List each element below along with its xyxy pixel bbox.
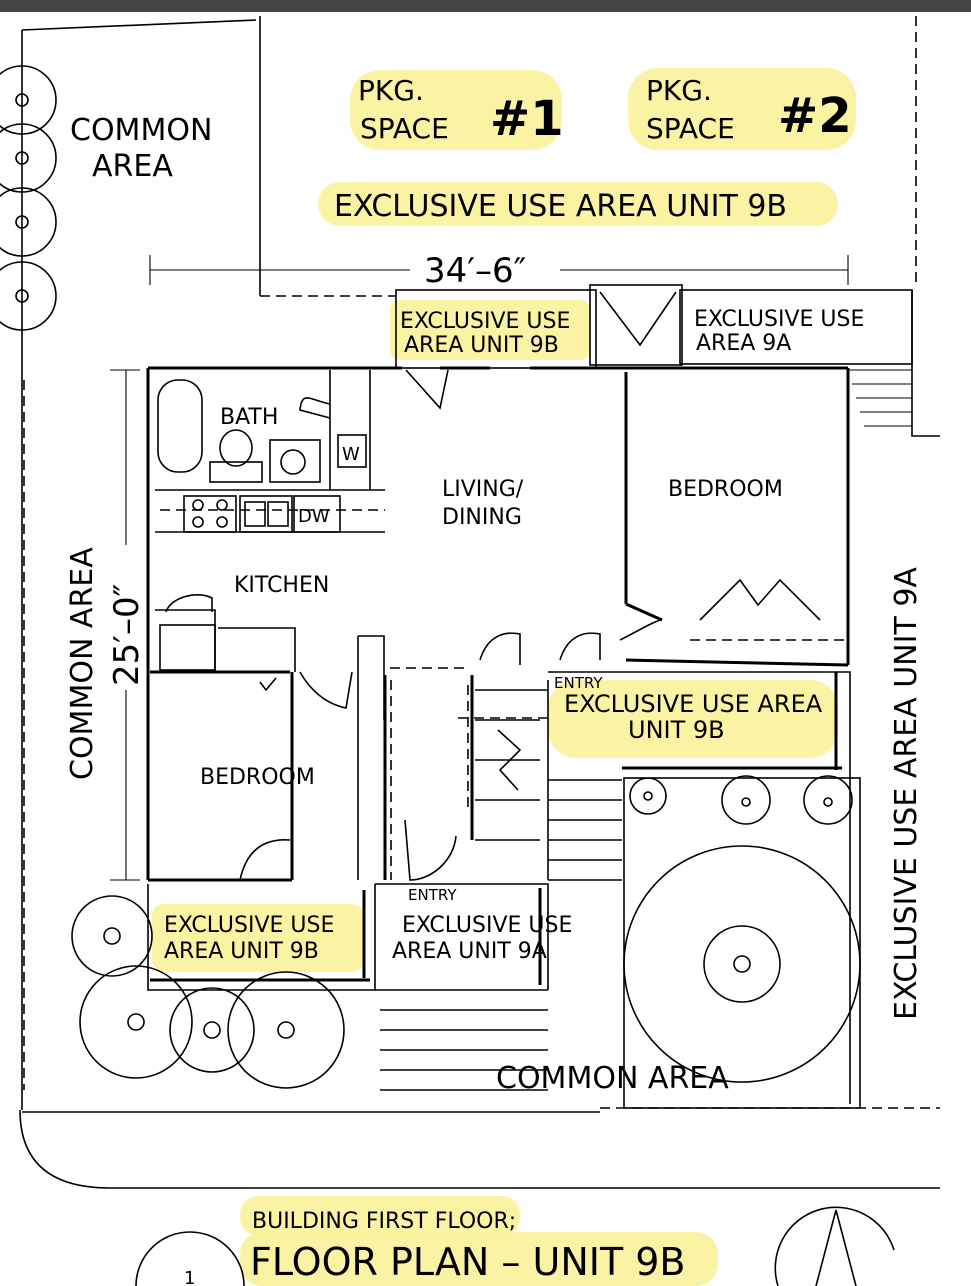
building-walls xyxy=(146,366,850,882)
entry-bottom: ENTRY xyxy=(408,886,457,904)
room-living-dining-2: DINING xyxy=(442,505,522,530)
parking-labels: PKG. SPACE #1 PKG. SPACE #2 EXCLUSIVE US… xyxy=(334,74,852,224)
bush-group-top-left xyxy=(0,65,57,331)
site-lines xyxy=(19,16,940,1189)
common-area-bottom: COMMON AREA xyxy=(496,1061,729,1096)
exclusive-9b-entry-2: UNIT 9B xyxy=(628,716,725,744)
dimension-width: 34′–6″ xyxy=(424,251,526,291)
exclusive-9b-bottom-left-1: EXCLUSIVE USE xyxy=(164,913,334,938)
pkg-space-2-label: PKG. xyxy=(646,74,712,107)
pkg-space-2-number: #2 xyxy=(778,88,852,144)
dimension-labels: 34′–6″ 25′–0″ xyxy=(107,251,526,686)
top-decks xyxy=(395,284,940,437)
entry-labels: ENTRY ENTRY xyxy=(408,674,603,904)
room-washer: W xyxy=(342,444,360,465)
room-bedroom-right: BEDROOM xyxy=(668,477,783,502)
pkg-space-1-number: #1 xyxy=(490,91,564,147)
exclusive-9b-top-mid-2: AREA UNIT 9B xyxy=(404,333,559,358)
room-living-dining-1: LIVING/ xyxy=(442,477,524,502)
entry-deck xyxy=(548,671,861,1109)
fixtures xyxy=(157,379,367,671)
pkg-space-1-label-2: SPACE xyxy=(360,112,449,145)
exclusive-9a-bottom-1: EXCLUSIVE USE xyxy=(402,913,572,938)
exclusive-9a-bottom-2: AREA UNIT 9A xyxy=(392,939,547,964)
north-arrow xyxy=(774,1206,895,1286)
common-area-left: COMMON AREA xyxy=(65,547,100,780)
exclusive-9b-top-mid-1: EXCLUSIVE USE xyxy=(400,309,570,334)
doors xyxy=(165,369,846,881)
entry-right: ENTRY xyxy=(554,674,603,692)
common-area-top-left-2: AREA xyxy=(92,149,173,184)
room-bedroom-left: BEDROOM xyxy=(200,765,315,790)
bush-group-bottom-left xyxy=(71,895,345,1089)
room-kitchen: KITCHEN xyxy=(234,573,329,598)
common-area-top-left-1: COMMON xyxy=(70,113,212,148)
bottom-decks xyxy=(147,883,549,1091)
exclusive-9a-right: EXCLUSIVE USE AREA UNIT 9A xyxy=(889,567,924,1020)
exclusive-9b-bottom-left-2: AREA UNIT 9B xyxy=(164,939,319,964)
exclusive-9b-entry-1: EXCLUSIVE USE AREA xyxy=(564,690,823,718)
title-line-1: BUILDING FIRST FLOOR; xyxy=(252,1209,516,1234)
room-bath: BATH xyxy=(220,405,278,430)
room-labels: BATH W DW LIVING/ DINING BEDROOM KITCHEN… xyxy=(200,405,783,790)
top-bar xyxy=(0,0,971,12)
section-tag-number: 1 xyxy=(184,1268,195,1286)
highlights xyxy=(152,68,856,1286)
dimension-lines xyxy=(110,255,849,881)
pkg-space-2-label-2: SPACE xyxy=(646,112,735,145)
floor-plan: PKG. SPACE #1 PKG. SPACE #2 EXCLUSIVE US… xyxy=(0,16,940,1286)
dimension-depth: 25′–0″ xyxy=(107,584,147,686)
title-line-2: FLOOR PLAN – UNIT 9B xyxy=(250,1240,686,1284)
section-tag xyxy=(135,1231,245,1286)
room-dishwasher: DW xyxy=(298,506,330,527)
pkg-space-1-label: PKG. xyxy=(358,74,424,107)
exclusive-9a-top-right-1: EXCLUSIVE USE xyxy=(694,307,864,332)
title-block: BUILDING FIRST FLOOR; FLOOR PLAN – UNIT … xyxy=(184,1209,686,1286)
area-labels: COMMON AREA COMMON AREA COMMON AREA EXCL… xyxy=(65,113,924,1096)
exclusive-9a-top-right-2: AREA 9A xyxy=(696,331,791,356)
exclusive-use-area-parking: EXCLUSIVE USE AREA UNIT 9B xyxy=(334,189,787,224)
